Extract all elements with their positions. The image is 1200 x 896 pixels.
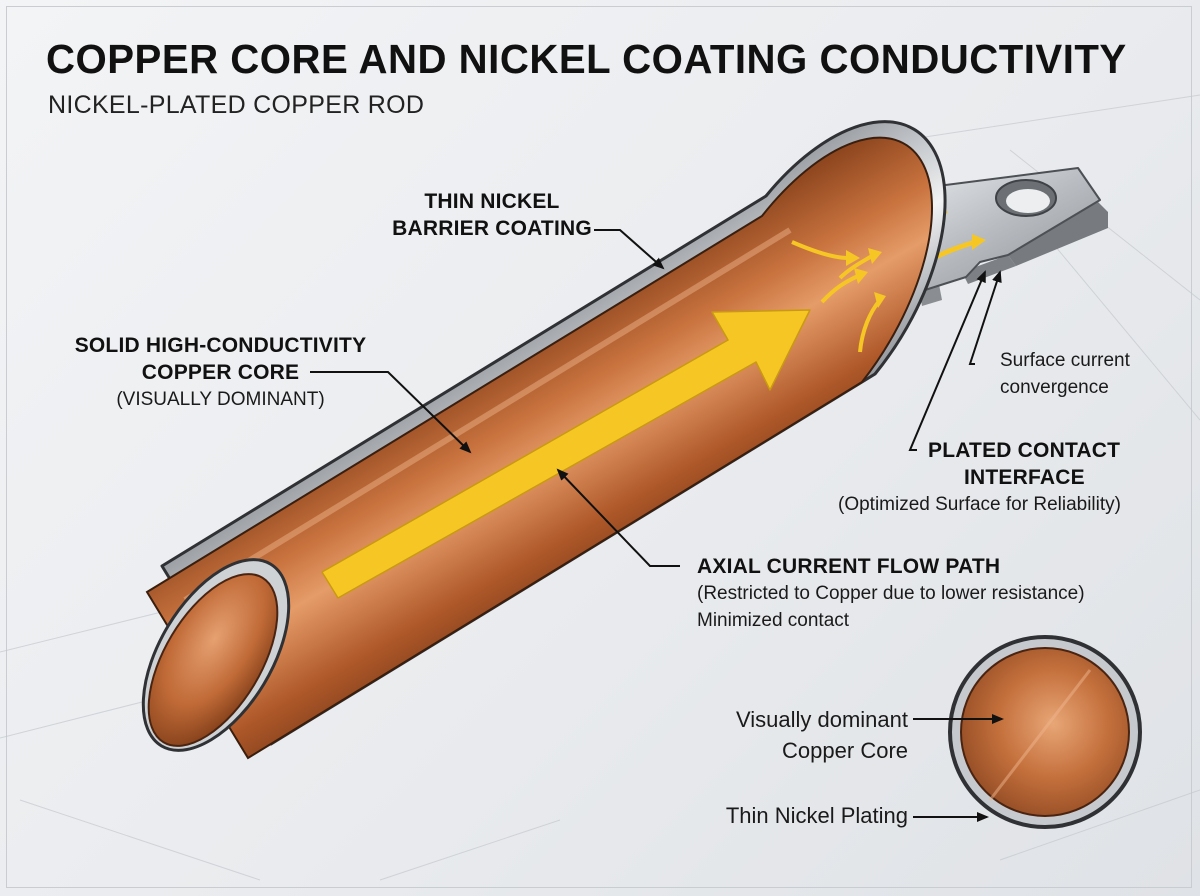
copper-rod [141,120,947,760]
label-axial-flow-line2: (Restricted to Copper due to lower resis… [697,583,1085,604]
background-lines [0,94,1200,881]
label-axial-flow-line1: AXIAL CURRENT FLOW PATH [697,555,1001,578]
label-cross-section-core-line1: Visually dominant [735,707,908,732]
label-copper-core-line2: COPPER CORE [141,361,300,384]
label-contact-interface-line2: INTERFACE [964,466,1085,489]
label-cross-section-core-line2: Copper Core [782,738,908,763]
label-surface-current-line2: convergence [1000,377,1109,398]
label-copper-core-line3: (VISUALLY DOMINANT) [116,389,325,410]
label-copper-core: SOLID HIGH-CONDUCTIVITY COPPER CORE (VIS… [48,332,393,413]
label-nickel-coating-line2: BARRIER COATING [392,217,592,240]
label-surface-current-line1: Surface current [1000,350,1130,371]
page-title: COPPER CORE AND NICKEL COATING CONDUCTIV… [46,36,1127,82]
cross-section [948,635,1142,829]
label-axial-flow: AXIAL CURRENT FLOW PATH (Restricted to C… [697,553,1085,634]
label-axial-flow-line3: Minimized contact [697,610,850,631]
label-nickel-coating: THIN NICKEL BARRIER COATING [392,188,592,242]
label-cross-section-core: Visually dominant Copper Core [690,704,908,766]
label-cross-section-plating-line1: Thin Nickel Plating [725,803,908,828]
border-frame [6,6,1192,888]
label-contact-interface-line1: PLATED CONTACT [928,439,1121,462]
page-subtitle: NICKEL-PLATED COPPER ROD [48,91,425,119]
label-cross-section-plating: Thin Nickel Plating [690,800,908,831]
leader-lines [310,229,1004,822]
label-surface-current: Surface current convergence [1000,347,1130,401]
label-contact-interface: PLATED CONTACT INTERFACE (Optimized Surf… [838,437,1168,518]
label-contact-interface-line3: (Optimized Surface for Reliability) [838,494,1121,515]
label-nickel-coating-line1: THIN NICKEL [424,190,560,213]
label-copper-core-line1: SOLID HIGH-CONDUCTIVITY [74,334,367,357]
